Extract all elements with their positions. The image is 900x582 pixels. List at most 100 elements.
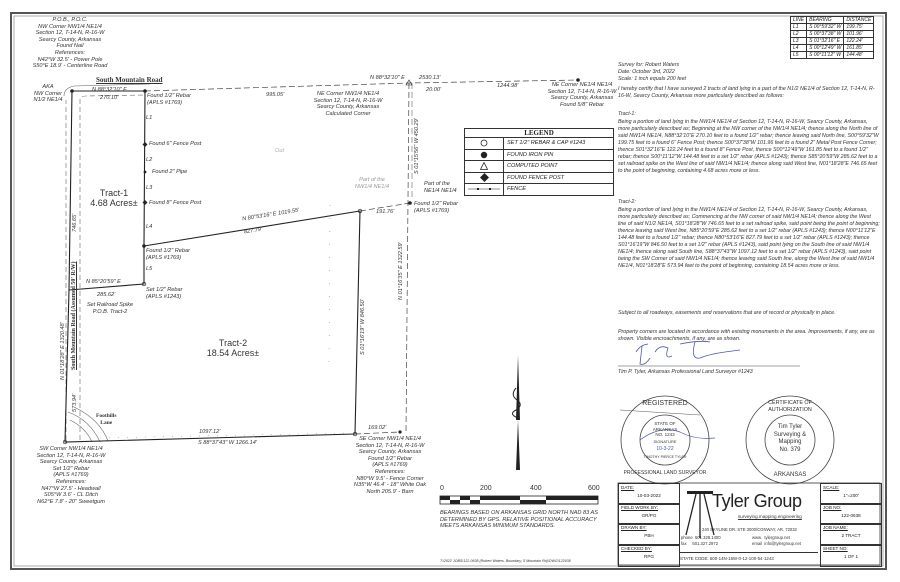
seal-registered: REGISTERED — [642, 400, 688, 407]
quarter-line — [405, 82, 410, 433]
n85-bearing-label: N 85°20'59" E — [86, 279, 121, 285]
checked-by-cell: CHECKED BY:RPG — [618, 544, 680, 567]
distance-label: 2530.13' — [419, 75, 441, 81]
scale-label: 200 — [480, 485, 492, 492]
set-rebar-label: Set 1/2" Rebar (APLS #1243) — [146, 287, 183, 300]
scale-label: 0 — [440, 485, 444, 492]
distance-label: 20.00' — [426, 87, 442, 93]
tract-2-label: Tract-2 18.54 Acres± — [206, 338, 260, 358]
n01-bearing-label: N 01°16'35" E 1322.59' — [398, 242, 404, 300]
seal-arkansas: ARKANSAS — [773, 472, 807, 478]
fence-line-icon — [468, 188, 500, 191]
found-fence-post-icon — [142, 142, 148, 147]
railroad-spike-label: Set Railroad Spike P.O.B. Tract-2 — [86, 302, 134, 315]
set-rebar-icon — [352, 431, 358, 437]
authorization-seal — [745, 395, 835, 485]
tract-1-label: Tract-1 4.68 Acres± — [90, 188, 138, 208]
pob-label: P.O.B., P.O.C. NW Corner NW1/4 NE1/4 Sec… — [32, 17, 108, 70]
found-fence-post-icon — [142, 200, 148, 205]
set-rebar-icon — [357, 208, 363, 214]
found-iron-pin-icon — [142, 244, 146, 248]
date-cell: DATE:10-03-2022 — [618, 483, 680, 505]
legend-item: FENCE — [465, 184, 613, 195]
aka-label: AKA NW Corner N1/2 NE1/4 — [33, 84, 63, 104]
legend-item: FOUND FENCE POST — [465, 172, 613, 184]
filled-circle-icon — [480, 151, 488, 158]
company-tagline: surveying.mapping.engineering — [738, 514, 802, 519]
north-arrow-icon — [512, 355, 521, 470]
found-rebar-label: Found 1/2" Rebar (APLS #1769) — [414, 201, 458, 214]
seal-signature — [639, 429, 716, 441]
job-name-cell: JOB NAME:2 TRACT — [820, 523, 882, 546]
found-iron-pin-icon — [70, 89, 74, 93]
seal-certificate: CERTIFICATE OF AUTHORIZATION — [768, 400, 812, 413]
line-label: L1 — [146, 115, 153, 121]
job-no-cell: JOB NO:122-0638 — [820, 503, 882, 525]
inner-border — [13, 15, 884, 567]
found-iron-pin-icon — [576, 78, 580, 82]
dashed-line — [354, 431, 401, 435]
certification-text: I hereby certify that I have surveyed 2 … — [618, 86, 875, 99]
south-mountain-road-label: South Mountain Road — [96, 76, 163, 84]
legend: LEGEND SET 1/2" REBAR & CAP #1243 FOUND … — [464, 128, 614, 196]
survey-scale: Scale: 1 inch equals 200 feet — [618, 76, 687, 82]
seal-signature-label: SIGNATURE — [653, 439, 677, 444]
surveyor-signature — [635, 340, 741, 365]
set-rebar-icon — [62, 439, 68, 445]
distance-label: 1097.12' — [199, 429, 221, 435]
seal-underline — [619, 409, 701, 416]
line-label: L4 — [146, 224, 153, 230]
legend-item: COMPUTED POINT — [465, 161, 613, 173]
legend-title: LEGEND — [465, 129, 613, 138]
tract-1-description: Being a portion of land lying in the NW1… — [618, 119, 879, 174]
part-nw-label: Part of the NW1/4 NE1/4 — [354, 177, 390, 190]
found-iron-pin-icon — [398, 430, 402, 434]
legend-item: FOUND IRON PIN — [465, 149, 613, 161]
triangle-icon — [480, 162, 488, 171]
tract-2-boundary — [64, 90, 361, 443]
seal-surveyor-name: TIMOTHY PIERCE TYLER — [643, 455, 687, 459]
subject-note: Subject to all roadways, easements and r… — [618, 310, 836, 316]
east-bearing-label: S 01°15'56" W 450.29' — [414, 118, 420, 174]
company-name: Tyler Group — [712, 491, 802, 511]
open-circle-icon — [480, 139, 488, 147]
found-rebar-label: Found 1/2" Rebar (APLS #1769) — [146, 248, 190, 261]
distance-label: 191.76' — [376, 209, 395, 215]
north-bearing-label: N 88°32'10" E — [370, 75, 405, 81]
south-bearing-label: S 88°37'43" W 1266.14' — [198, 440, 257, 446]
line-label: L3 — [146, 185, 153, 191]
found-rebar-label: Found 1/2" Rebar (APLS #1769) — [147, 93, 191, 106]
computed-point-icon — [405, 79, 413, 86]
scale-label: 600 — [588, 485, 600, 492]
ne-corner-ne-label: NE Corner NE1/4 NE1/4 Section 12, T-14-N… — [547, 82, 617, 108]
distance-label: 270.10' — [100, 95, 119, 101]
found-pipe-label: Found 2" Pipe — [152, 169, 188, 175]
legend-item: SET 1/2" REBAR & CAP #1243 — [465, 138, 613, 150]
field-work-cell: FIELD WORK BY:GR/PG — [618, 503, 680, 525]
distance-label: 169.02' — [368, 425, 387, 431]
found-iron-pin-icon — [143, 89, 147, 93]
survey-for: Survey for: Robert Waters — [618, 62, 680, 68]
corners-note: Property corners are located in accordan… — [618, 329, 875, 342]
distance-label: 995.05' — [266, 92, 285, 98]
tract-2-description: Being a portion of land lying in the NW1… — [618, 207, 880, 269]
tyler-group-logo-icon — [685, 491, 715, 538]
distance-label: 573.94' — [72, 393, 78, 412]
seal-company: Tim Tyler Surveying & Mapping No. 379 — [773, 424, 807, 453]
tract-2-heading: Tract-2: — [618, 199, 636, 205]
foothills-lane-label: Foothills Lane — [96, 413, 117, 426]
scale-bar — [439, 495, 599, 505]
company-phone: phone 501.328.1400 — [681, 535, 721, 540]
west-bearing-label: N 01°18'28" E 1320.48' — [60, 322, 66, 380]
north-bearing-label: N 88°32'10" E — [92, 87, 127, 93]
sheet-no-cell: SHEET NO:1 OF 1 — [820, 544, 882, 567]
scale-cell: SCALE:1"=200' — [820, 483, 882, 505]
road-edge — [79, 94, 146, 440]
